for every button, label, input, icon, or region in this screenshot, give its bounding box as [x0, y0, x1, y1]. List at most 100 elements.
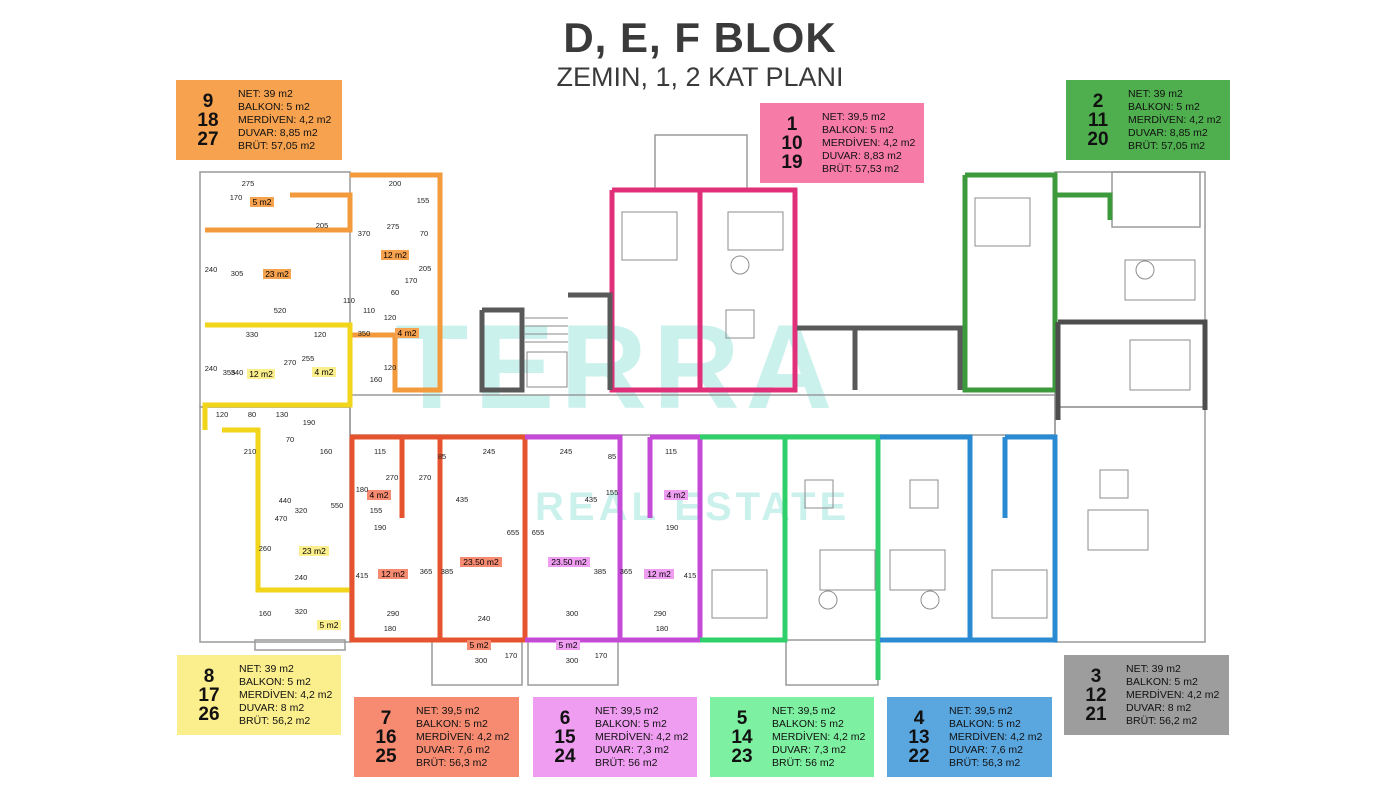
unit-specs: NET: 39,5 m2 BALKON: 5 m2 MERDİVEN: 4,2 …	[822, 111, 915, 176]
dimension: 155	[370, 506, 383, 515]
dimension: 170	[230, 193, 243, 202]
dimension: 170	[595, 651, 608, 660]
dimension: 190	[374, 523, 387, 532]
unit-numbers: 6 15 24	[541, 709, 589, 766]
area-label: 5 m2	[253, 197, 272, 207]
dimension: 120	[384, 363, 397, 372]
area-label: 23.50 m2	[551, 557, 587, 567]
watermark-text: TERRA	[395, 300, 838, 434]
spec-duvar: DUVAR: 7,6 m2	[949, 743, 1023, 756]
area-label: 12 m2	[383, 250, 407, 260]
dimension: 70	[420, 229, 428, 238]
dimension: 300	[475, 656, 488, 665]
unit-card-8: 8 17 26 NET: 39 m2 BALKON: 5 m2 MERDİVEN…	[177, 655, 341, 735]
dimension: 245	[560, 447, 573, 456]
page-title: D, E, F BLOK	[563, 14, 837, 61]
unit-card-9: 9 18 27 NET: 39 m2 BALKON: 5 m2 MERDİVEN…	[176, 80, 342, 160]
spec-net: NET: 39,5 m2	[822, 110, 886, 123]
unit-number: 22	[908, 745, 930, 767]
dimension: 655	[507, 528, 520, 537]
spec-balkon: BALKON: 5 m2	[949, 717, 1021, 730]
dimension: 320	[295, 506, 308, 515]
dimension: 130	[276, 410, 289, 419]
unit-card-1: 1 10 19 NET: 39,5 m2 BALKON: 5 m2 MERDİV…	[760, 103, 924, 183]
dimension: 270	[386, 473, 399, 482]
dimension: 245	[483, 447, 496, 456]
spec-brut: BRÜT: 57,05 m2	[238, 139, 316, 152]
dimension: 320	[295, 607, 308, 616]
spec-brut: BRÜT: 56 m2	[595, 756, 658, 769]
unit-card-6: 6 15 24 NET: 39,5 m2 BALKON: 5 m2 MERDİV…	[533, 697, 697, 777]
unit-specs: NET: 39 m2 BALKON: 5 m2 MERDİVEN: 4,2 m2…	[1126, 663, 1219, 728]
spec-merdiven: MERDİVEN: 4,2 m2	[595, 730, 689, 743]
dimension: 180	[384, 624, 397, 633]
unit-number: 12	[1085, 684, 1107, 706]
dimension: 435	[456, 495, 469, 504]
area-label: 12 m2	[647, 569, 671, 579]
unit-number: 2	[1092, 90, 1104, 112]
area-label: 5 m2	[559, 640, 578, 650]
dimension: 270	[419, 473, 432, 482]
spec-merdiven: MERDİVEN: 4,2 m2	[1126, 688, 1220, 701]
dimension: 70	[286, 435, 294, 444]
unit-numbers: 8 17 26	[185, 667, 233, 724]
unit-numbers: 9 18 27	[184, 92, 232, 149]
dimension: 370	[358, 229, 371, 238]
unit-number: 13	[908, 726, 930, 748]
spec-balkon: BALKON: 5 m2	[595, 717, 667, 730]
unit-card-2: 2 11 20 NET: 39 m2 BALKON: 5 m2 MERDİVEN…	[1066, 80, 1230, 160]
dimension: 440	[279, 496, 292, 505]
spec-duvar: DUVAR: 8,83 m2	[822, 149, 902, 162]
area-label: 12 m2	[381, 569, 405, 579]
unit-number: 3	[1090, 665, 1102, 687]
page-subtitle: ZEMIN, 1, 2 KAT PLANI	[556, 62, 844, 92]
unit-number: 7	[380, 707, 392, 729]
spec-net: NET: 39 m2	[1126, 662, 1181, 675]
spec-merdiven: MERDİVEN: 4,2 m2	[238, 113, 332, 126]
dimension: 300	[566, 656, 579, 665]
spec-net: NET: 39 m2	[239, 662, 294, 675]
dimension: 240	[205, 265, 218, 274]
unit-specs: NET: 39 m2 BALKON: 5 m2 MERDİVEN: 4,2 m2…	[239, 663, 332, 728]
unit-numbers: 3 12 21	[1072, 667, 1120, 724]
dimension: 155	[606, 488, 619, 497]
spec-balkon: BALKON: 5 m2	[238, 100, 310, 113]
area-label: 4 m2	[315, 367, 334, 377]
dimension: 110	[343, 296, 355, 305]
area-label: 4 m2	[398, 328, 417, 338]
unit-specs: NET: 39 m2 BALKON: 5 m2 MERDİVEN: 4,2 m2…	[238, 88, 331, 153]
stairs	[525, 317, 568, 388]
unit-numbers: 1 10 19	[768, 115, 816, 172]
unit-specs: NET: 39,5 m2 BALKON: 5 m2 MERDİVEN: 4,2 …	[416, 705, 509, 770]
spec-brut: BRÜT: 56,3 m2	[416, 756, 488, 769]
unit-numbers: 7 16 25	[362, 709, 410, 766]
unit-number: 25	[375, 745, 397, 767]
spec-merdiven: MERDİVEN: 4,2 m2	[949, 730, 1043, 743]
unit-number: 26	[198, 703, 220, 725]
spec-duvar: DUVAR: 7,3 m2	[772, 743, 846, 756]
spec-balkon: BALKON: 5 m2	[1128, 100, 1200, 113]
dimension: 415	[684, 571, 697, 580]
spec-brut: BRÜT: 56 m2	[772, 756, 835, 769]
unit-number: 19	[781, 151, 803, 173]
dimension: 120	[216, 410, 229, 419]
unit-number: 5	[736, 707, 748, 729]
dimension: 435	[585, 495, 598, 504]
dimension: 170	[405, 276, 418, 285]
spec-net: NET: 39,5 m2	[595, 704, 659, 717]
dimension: 85	[438, 452, 446, 461]
dimension: 305	[231, 269, 244, 278]
watermark-subtext: REAL ESTATE	[535, 485, 850, 529]
dimension: 160	[259, 609, 272, 618]
unit-number: 9	[202, 90, 214, 112]
dimension: 160	[320, 447, 333, 456]
unit-walls	[202, 172, 1208, 680]
dimension: 115	[665, 447, 677, 456]
unit-numbers: 5 14 23	[718, 709, 766, 766]
unit-number: 11	[1087, 109, 1109, 131]
spec-brut: BRÜT: 57,53 m2	[822, 162, 900, 175]
dimension: 520	[274, 306, 287, 315]
dimension: 270	[284, 358, 297, 367]
dimension: 385	[441, 567, 454, 576]
unit-number: 1	[786, 113, 798, 135]
